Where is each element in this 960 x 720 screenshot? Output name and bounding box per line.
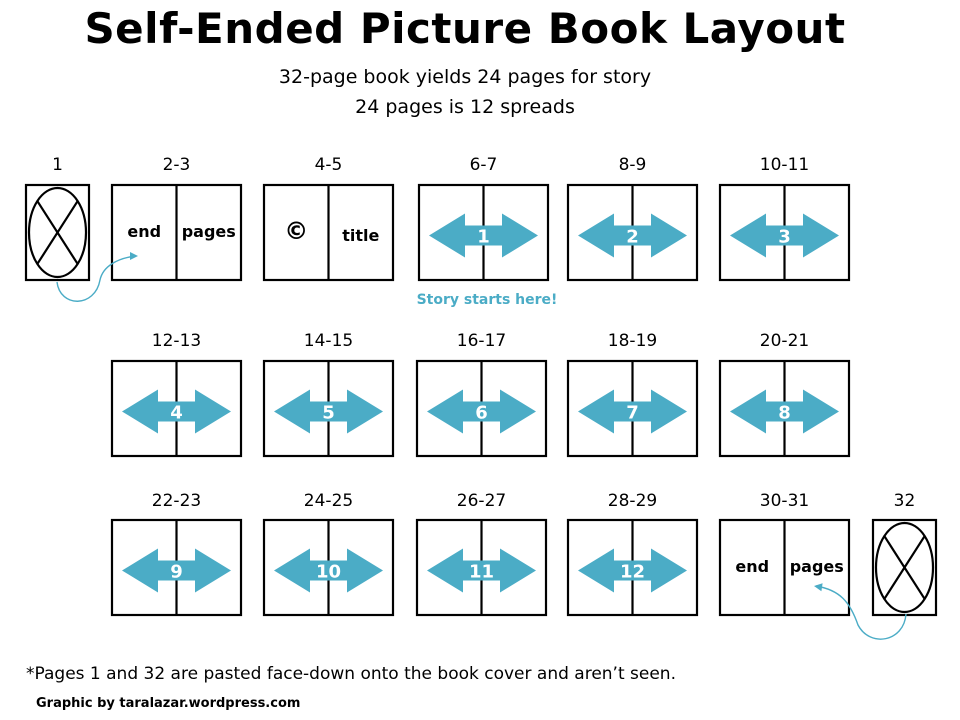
- right-page-text: pages: [182, 222, 236, 241]
- page-number-label: 10-11: [760, 155, 809, 175]
- spread-number: 3: [778, 227, 791, 248]
- subtitle-spread-count: 24 pages is 12 spreads: [355, 96, 575, 118]
- page-number-label: 26-27: [457, 491, 506, 511]
- arrowhead-icon: [814, 583, 823, 592]
- spread-number: 4: [170, 403, 183, 424]
- page-spread: 12-13 4: [110, 331, 243, 458]
- page-spread: 22-23 9: [110, 491, 243, 617]
- double-arrow-icon: [578, 213, 687, 258]
- page-number-label: 30-31: [760, 491, 809, 511]
- double-arrow-icon: [578, 389, 687, 434]
- spread-number: 10: [316, 562, 341, 583]
- page-number-label: 32: [894, 491, 916, 511]
- crossed-ellipse-icon: [874, 521, 935, 614]
- page-spread: 26-27 11: [415, 491, 548, 617]
- spread-number: 9: [170, 562, 183, 583]
- double-arrow-icon: [427, 389, 536, 434]
- page-number-label: 2-3: [163, 155, 191, 175]
- double-arrow-icon: [730, 389, 839, 434]
- double-arrow-icon: [122, 389, 231, 434]
- pointer-curve-front: [56, 255, 137, 302]
- page-spread: 24-25 10: [262, 491, 395, 617]
- spread-number: 2: [626, 227, 639, 248]
- left-page-text: end: [735, 557, 769, 576]
- double-arrow-icon: [427, 548, 536, 593]
- right-page-text: title: [342, 226, 379, 245]
- right-page-text: pages: [790, 557, 844, 576]
- page-number-label: 16-17: [457, 331, 506, 351]
- page-spread: 18-19 7: [566, 331, 699, 458]
- page-number-label: 1: [52, 155, 63, 175]
- page-spread: 10-11 3: [718, 155, 851, 282]
- page-number-label: 20-21: [760, 331, 809, 351]
- page-spread: 4-5 © title: [262, 155, 395, 282]
- left-page-text: end: [127, 222, 161, 241]
- page-spread: 16-17 6: [415, 331, 548, 458]
- spread-number: 7: [626, 403, 639, 424]
- double-arrow-icon: [122, 548, 231, 593]
- page-title: Self-Ended Picture Book Layout: [84, 4, 846, 53]
- page-number-label: 28-29: [608, 491, 657, 511]
- cross-line: [36, 200, 79, 265]
- page-spread: 20-21 8: [718, 331, 851, 458]
- page-spread: 32: [871, 491, 938, 617]
- page-number-label: 22-23: [152, 491, 201, 511]
- page-spread: 14-15 5: [262, 331, 395, 458]
- page-number-label: 4-5: [315, 155, 343, 175]
- page-number-label: 6-7: [470, 155, 498, 175]
- crossed-ellipse-icon: [27, 186, 88, 279]
- pointer-curve-back: [815, 585, 907, 640]
- story-start-note: Story starts here!: [417, 292, 558, 308]
- double-arrow-icon: [578, 548, 687, 593]
- page-spread: 2-3 end pages: [110, 155, 243, 282]
- footnote: *Pages 1 and 32 are pasted face-down ont…: [26, 664, 676, 684]
- page-spread: 30-31 end pages: [718, 491, 851, 617]
- page-spread: 8-9 2: [566, 155, 699, 282]
- spread-number: 12: [620, 562, 645, 583]
- double-arrow-icon: [429, 213, 538, 258]
- page-number-label: 14-15: [304, 331, 353, 351]
- spread-number: 11: [469, 562, 494, 583]
- subtitle-page-yield: 32-page book yields 24 pages for story: [278, 66, 652, 88]
- spread-number: 6: [475, 403, 488, 424]
- spread-number: 8: [778, 403, 791, 424]
- credit-line: Graphic by taralazar.wordpress.com: [36, 696, 301, 711]
- arrowhead-icon: [130, 252, 138, 260]
- page-spread: 6-7 1: [417, 155, 550, 282]
- spread-number: 1: [477, 227, 490, 248]
- page-number-label: 24-25: [304, 491, 353, 511]
- page-number-label: 8-9: [619, 155, 647, 175]
- double-arrow-icon: [274, 548, 383, 593]
- double-arrow-icon: [730, 213, 839, 258]
- left-page-text: ©: [284, 217, 308, 245]
- page-number-label: 12-13: [152, 331, 201, 351]
- page-spread: 1: [24, 155, 91, 282]
- double-arrow-icon: [274, 389, 383, 434]
- page-spread: 28-29 12: [566, 491, 699, 617]
- cross-line: [883, 535, 926, 600]
- page-number-label: 18-19: [608, 331, 657, 351]
- spread-number: 5: [322, 403, 335, 424]
